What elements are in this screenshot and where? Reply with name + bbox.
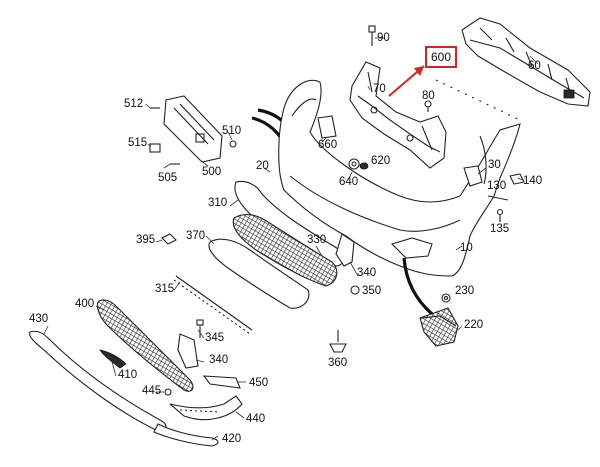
label-450: 450: [249, 377, 269, 389]
label-70: 70: [373, 83, 386, 95]
label-310: 310: [208, 197, 228, 209]
label-440: 440: [246, 413, 266, 425]
pin-360-part: [329, 330, 347, 353]
lower-strip-430-part: [29, 330, 167, 433]
lower-panel-400-part: [96, 299, 194, 392]
label-660: 660: [318, 139, 338, 151]
label-445: 445: [142, 385, 162, 397]
label-505: 505: [158, 172, 178, 184]
label-420: 420: [222, 433, 242, 445]
label-515: 515: [128, 137, 148, 149]
side-bracket-part: [463, 165, 525, 201]
bumper-bracket-part: [349, 61, 447, 169]
sensor-230-part: [441, 293, 451, 303]
label-360: 360: [328, 357, 348, 369]
label-340-lower: 340: [209, 354, 229, 366]
fog-grille-220-part: [402, 257, 459, 347]
label-130: 130: [487, 180, 507, 192]
label-60: 60: [528, 60, 541, 72]
lower-grille-330-part: [232, 213, 338, 287]
trim-strip-315-part: [173, 275, 253, 335]
bottom-strip-420-part: [153, 423, 219, 447]
label-640: 640: [339, 176, 359, 188]
label-620: 620: [371, 155, 391, 167]
label-140: 140: [523, 175, 543, 187]
label-135: 135: [490, 223, 510, 235]
label-340-upper: 340: [357, 267, 377, 279]
sensor-620-part: [348, 158, 369, 170]
label-10: 10: [460, 242, 473, 254]
label-80: 80: [422, 90, 435, 102]
label-400: 400: [75, 298, 95, 310]
impact-absorber-part: [461, 17, 591, 107]
label-370: 370: [186, 230, 206, 242]
screw-135-part: [496, 208, 504, 222]
label-600-highlighted: 600: [425, 46, 458, 68]
clip-row-600-part: [435, 79, 521, 121]
label-500: 500: [202, 166, 222, 178]
label-220: 220: [464, 319, 484, 331]
bracket-345-part: [177, 319, 204, 369]
bracket-340-part: [335, 233, 355, 267]
bolt-90-part: [368, 25, 385, 46]
trim-450-part: [202, 375, 241, 389]
clip-445-part: [164, 388, 172, 396]
label-315: 315: [155, 283, 175, 295]
highlight-arrow: [388, 65, 425, 97]
label-395: 395: [136, 234, 156, 246]
label-430: 430: [29, 313, 49, 325]
nut-350-part: [350, 285, 360, 295]
grille-frame-370-part: [208, 238, 310, 309]
label-90: 90: [377, 32, 390, 44]
license-bracket-part: [149, 95, 237, 165]
label-345: 345: [205, 332, 225, 344]
label-510: 510: [222, 125, 242, 137]
label-350: 350: [362, 285, 382, 297]
label-512: 512: [124, 98, 144, 110]
label-410: 410: [118, 369, 138, 381]
trim-440-part: [169, 395, 243, 421]
leader-lines: [43, 55, 539, 441]
label-30: 30: [488, 159, 501, 171]
label-330: 330: [307, 234, 327, 246]
module-660-part: [317, 115, 337, 139]
label-20: 20: [256, 160, 269, 172]
label-230: 230: [455, 285, 475, 297]
trim-410-part: [99, 349, 127, 369]
clip-395-part: [161, 233, 177, 245]
screw-80-part: [424, 100, 432, 112]
